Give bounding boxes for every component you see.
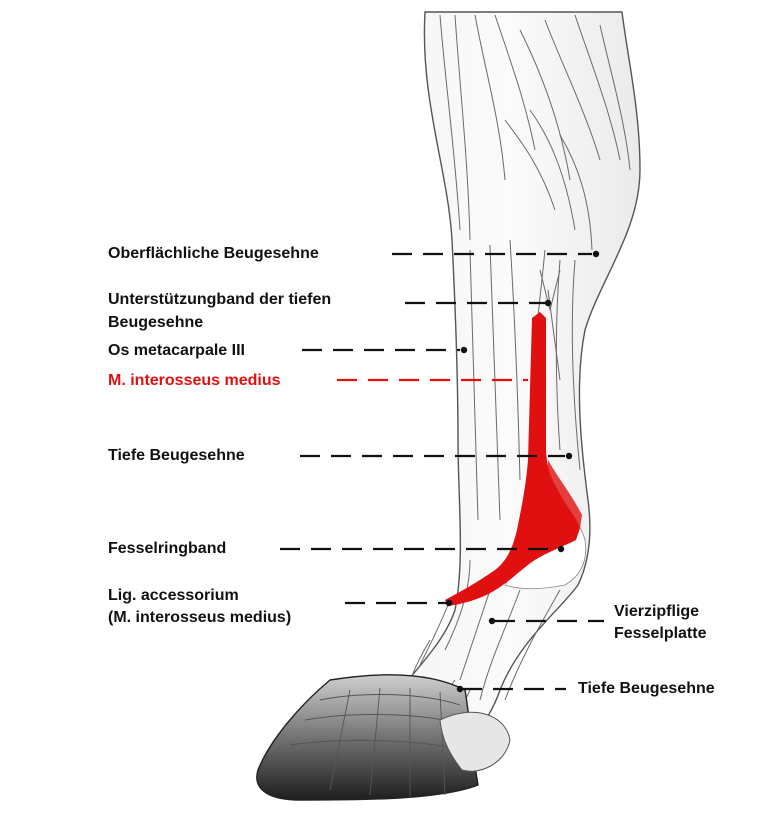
dot-fesselringband bbox=[558, 546, 564, 552]
label-unterstuetzungsband-line1: Unterstützungband der tiefen bbox=[108, 289, 331, 310]
dot-tiefe-beugesehne bbox=[566, 453, 572, 459]
dot-oberflaechliche bbox=[593, 251, 599, 257]
label-lig-accessorium-line2: (M. interosseus medius) bbox=[108, 607, 291, 628]
label-tiefe-beugesehne: Tiefe Beugesehne bbox=[108, 445, 245, 466]
label-fesselringband: Fesselringband bbox=[108, 538, 226, 559]
label-tiefe-beugesehne-lower: Tiefe Beugesehne bbox=[578, 678, 715, 699]
label-unterstuetzungsband-line2: Beugesehne bbox=[108, 312, 203, 333]
label-vierzipflige-line2: Fesselplatte bbox=[614, 623, 706, 644]
dot-vierzipflige bbox=[489, 618, 495, 624]
label-lig-accessorium-line1: Lig. accessorium bbox=[108, 585, 239, 606]
label-os-metacarpale: Os metacarpale III bbox=[108, 340, 245, 361]
label-interosseus-medius: M. interosseus medius bbox=[108, 370, 281, 391]
dot-unterstuetzungsband bbox=[545, 300, 551, 306]
label-oberflaechliche-beugesehne: Oberflächliche Beugesehne bbox=[108, 243, 319, 264]
label-vierzipflige-line1: Vierzipflige bbox=[614, 601, 699, 622]
dot-os-metacarpale bbox=[461, 347, 467, 353]
dot-tiefe-beugesehne-lower bbox=[457, 686, 463, 692]
dot-lig-accessorium bbox=[446, 600, 452, 606]
